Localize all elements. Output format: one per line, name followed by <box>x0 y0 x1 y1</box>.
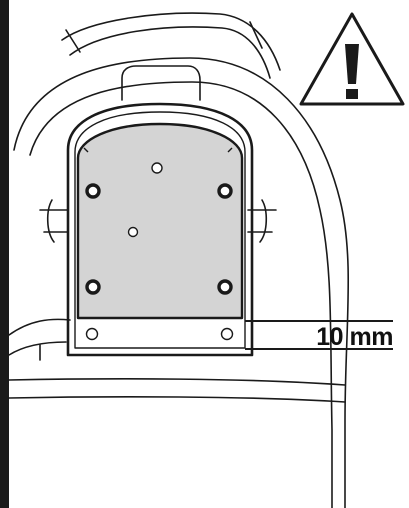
mounting-plate <box>76 122 244 320</box>
left-frame-bar <box>0 0 9 508</box>
plate-small-holes <box>127 162 163 238</box>
screw-hole-top-right <box>217 183 233 199</box>
screw-hole-top-left <box>85 183 101 199</box>
dimension-label: 10 mm <box>316 323 393 351</box>
screw-hole-bottom-left <box>85 279 101 295</box>
dimension-marker <box>245 320 393 350</box>
mounting-recess <box>66 102 254 357</box>
corner-marks <box>83 147 233 153</box>
warning-triangle-icon <box>299 12 405 106</box>
small-hole-top <box>151 162 163 174</box>
frame-holes <box>85 327 234 341</box>
plate-screw-holes <box>85 183 233 295</box>
small-hole-center <box>127 226 139 238</box>
frame-hole-left <box>85 327 99 341</box>
frame-hole-right <box>220 327 234 341</box>
screw-hole-bottom-right <box>217 279 233 295</box>
body-outline <box>8 12 350 508</box>
